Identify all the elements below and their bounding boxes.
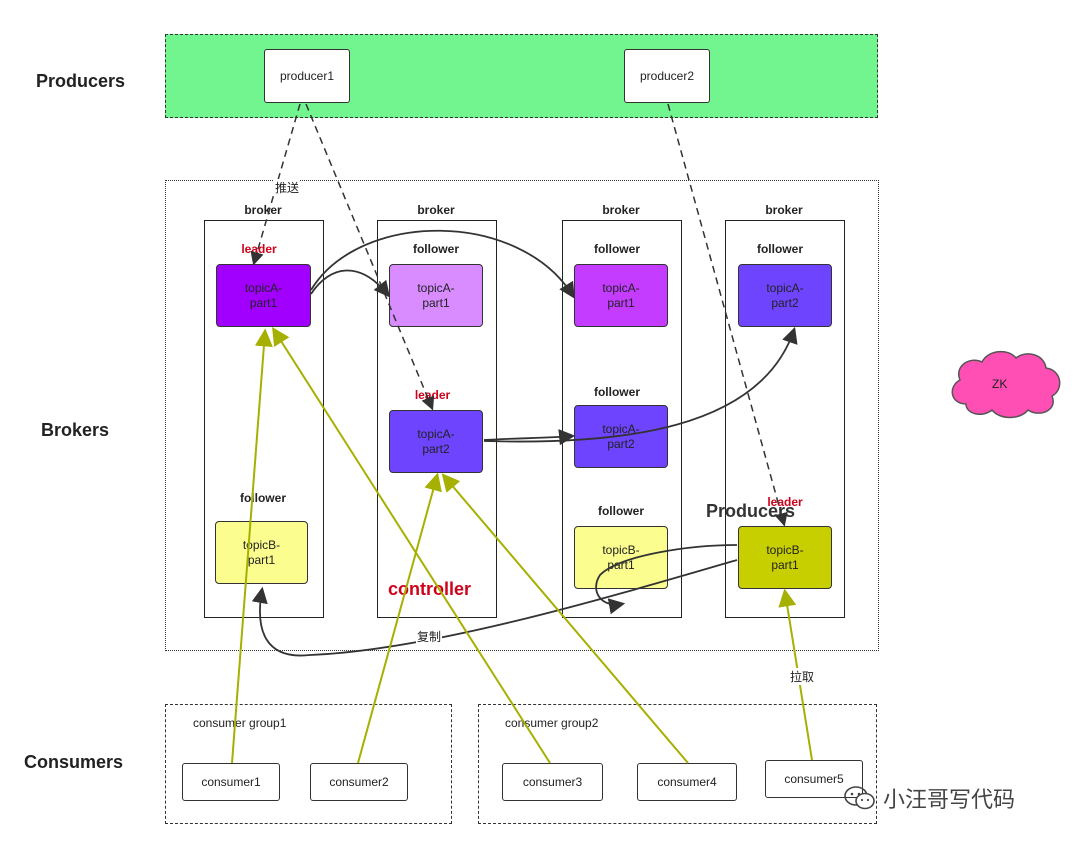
zk-label: ZK <box>992 377 1008 391</box>
broker-1-topicB-part1[interactable]: topicB- part1 <box>215 521 308 584</box>
broker-4-role-1: follower <box>756 242 803 256</box>
producers-overlay-label: Producers <box>706 501 796 521</box>
consumer2-box[interactable]: consumer2 <box>310 763 408 801</box>
broker-4-topicB-part1[interactable]: topicB- part1 <box>738 526 832 589</box>
producer2-box[interactable]: producer2 <box>624 49 710 103</box>
broker-3-topicA-part1[interactable]: topicA- part1 <box>574 264 668 327</box>
watermark: 小汪哥写代码 <box>843 782 1015 814</box>
broker-3-role-3: follower <box>597 504 644 518</box>
zk-cloud-shape <box>951 350 1061 419</box>
broker-2-title: broker <box>417 203 455 217</box>
consumer3-box[interactable]: consumer3 <box>502 763 603 801</box>
producer1-box[interactable]: producer1 <box>264 49 350 103</box>
brokers-section-label: Brokers <box>41 420 110 440</box>
broker-3-topicA-part2[interactable]: topicA- part2 <box>574 405 668 468</box>
broker-2-role-2: leader <box>414 388 451 402</box>
producers-section-label: Producers <box>36 71 126 91</box>
watermark-text: 小汪哥写代码 <box>883 788 1016 813</box>
broker-1-topicA-part1[interactable]: topicA- part1 <box>216 264 311 327</box>
replicate-label: 复制 <box>416 628 443 645</box>
zk-cloud <box>951 350 1061 419</box>
broker-3-role-2: follower <box>593 385 640 399</box>
broker-3-role-1: follower <box>593 242 640 256</box>
broker-4-title: broker <box>765 203 803 217</box>
broker-3-title: broker <box>602 203 640 217</box>
consumer4-box[interactable]: consumer4 <box>637 763 737 801</box>
controller-label: controller <box>388 579 472 599</box>
wechat-icon <box>844 786 875 810</box>
consumer-group-1-label: consumer group1 <box>193 716 287 730</box>
broker-2-topicA-part1[interactable]: topicA- part1 <box>389 264 483 327</box>
broker-3-topicB-part1[interactable]: topicB- part1 <box>574 526 668 589</box>
pull-label: 拉取 <box>788 668 817 685</box>
consumer-group-2-label: consumer group2 <box>505 716 599 730</box>
broker-1-title: broker <box>244 203 282 217</box>
consumers-section-label: Consumers <box>24 752 124 772</box>
consumer1-box[interactable]: consumer1 <box>182 763 280 801</box>
broker-1-role-2: follower <box>239 491 286 505</box>
broker-4-topicA-part2[interactable]: topicA- part2 <box>738 264 832 327</box>
broker-1-role-1: leader <box>241 242 277 256</box>
broker-2-topicA-part2[interactable]: topicA- part2 <box>389 410 483 473</box>
push-label: 推送 <box>274 179 301 196</box>
broker-2-role-1: follower <box>412 242 459 256</box>
